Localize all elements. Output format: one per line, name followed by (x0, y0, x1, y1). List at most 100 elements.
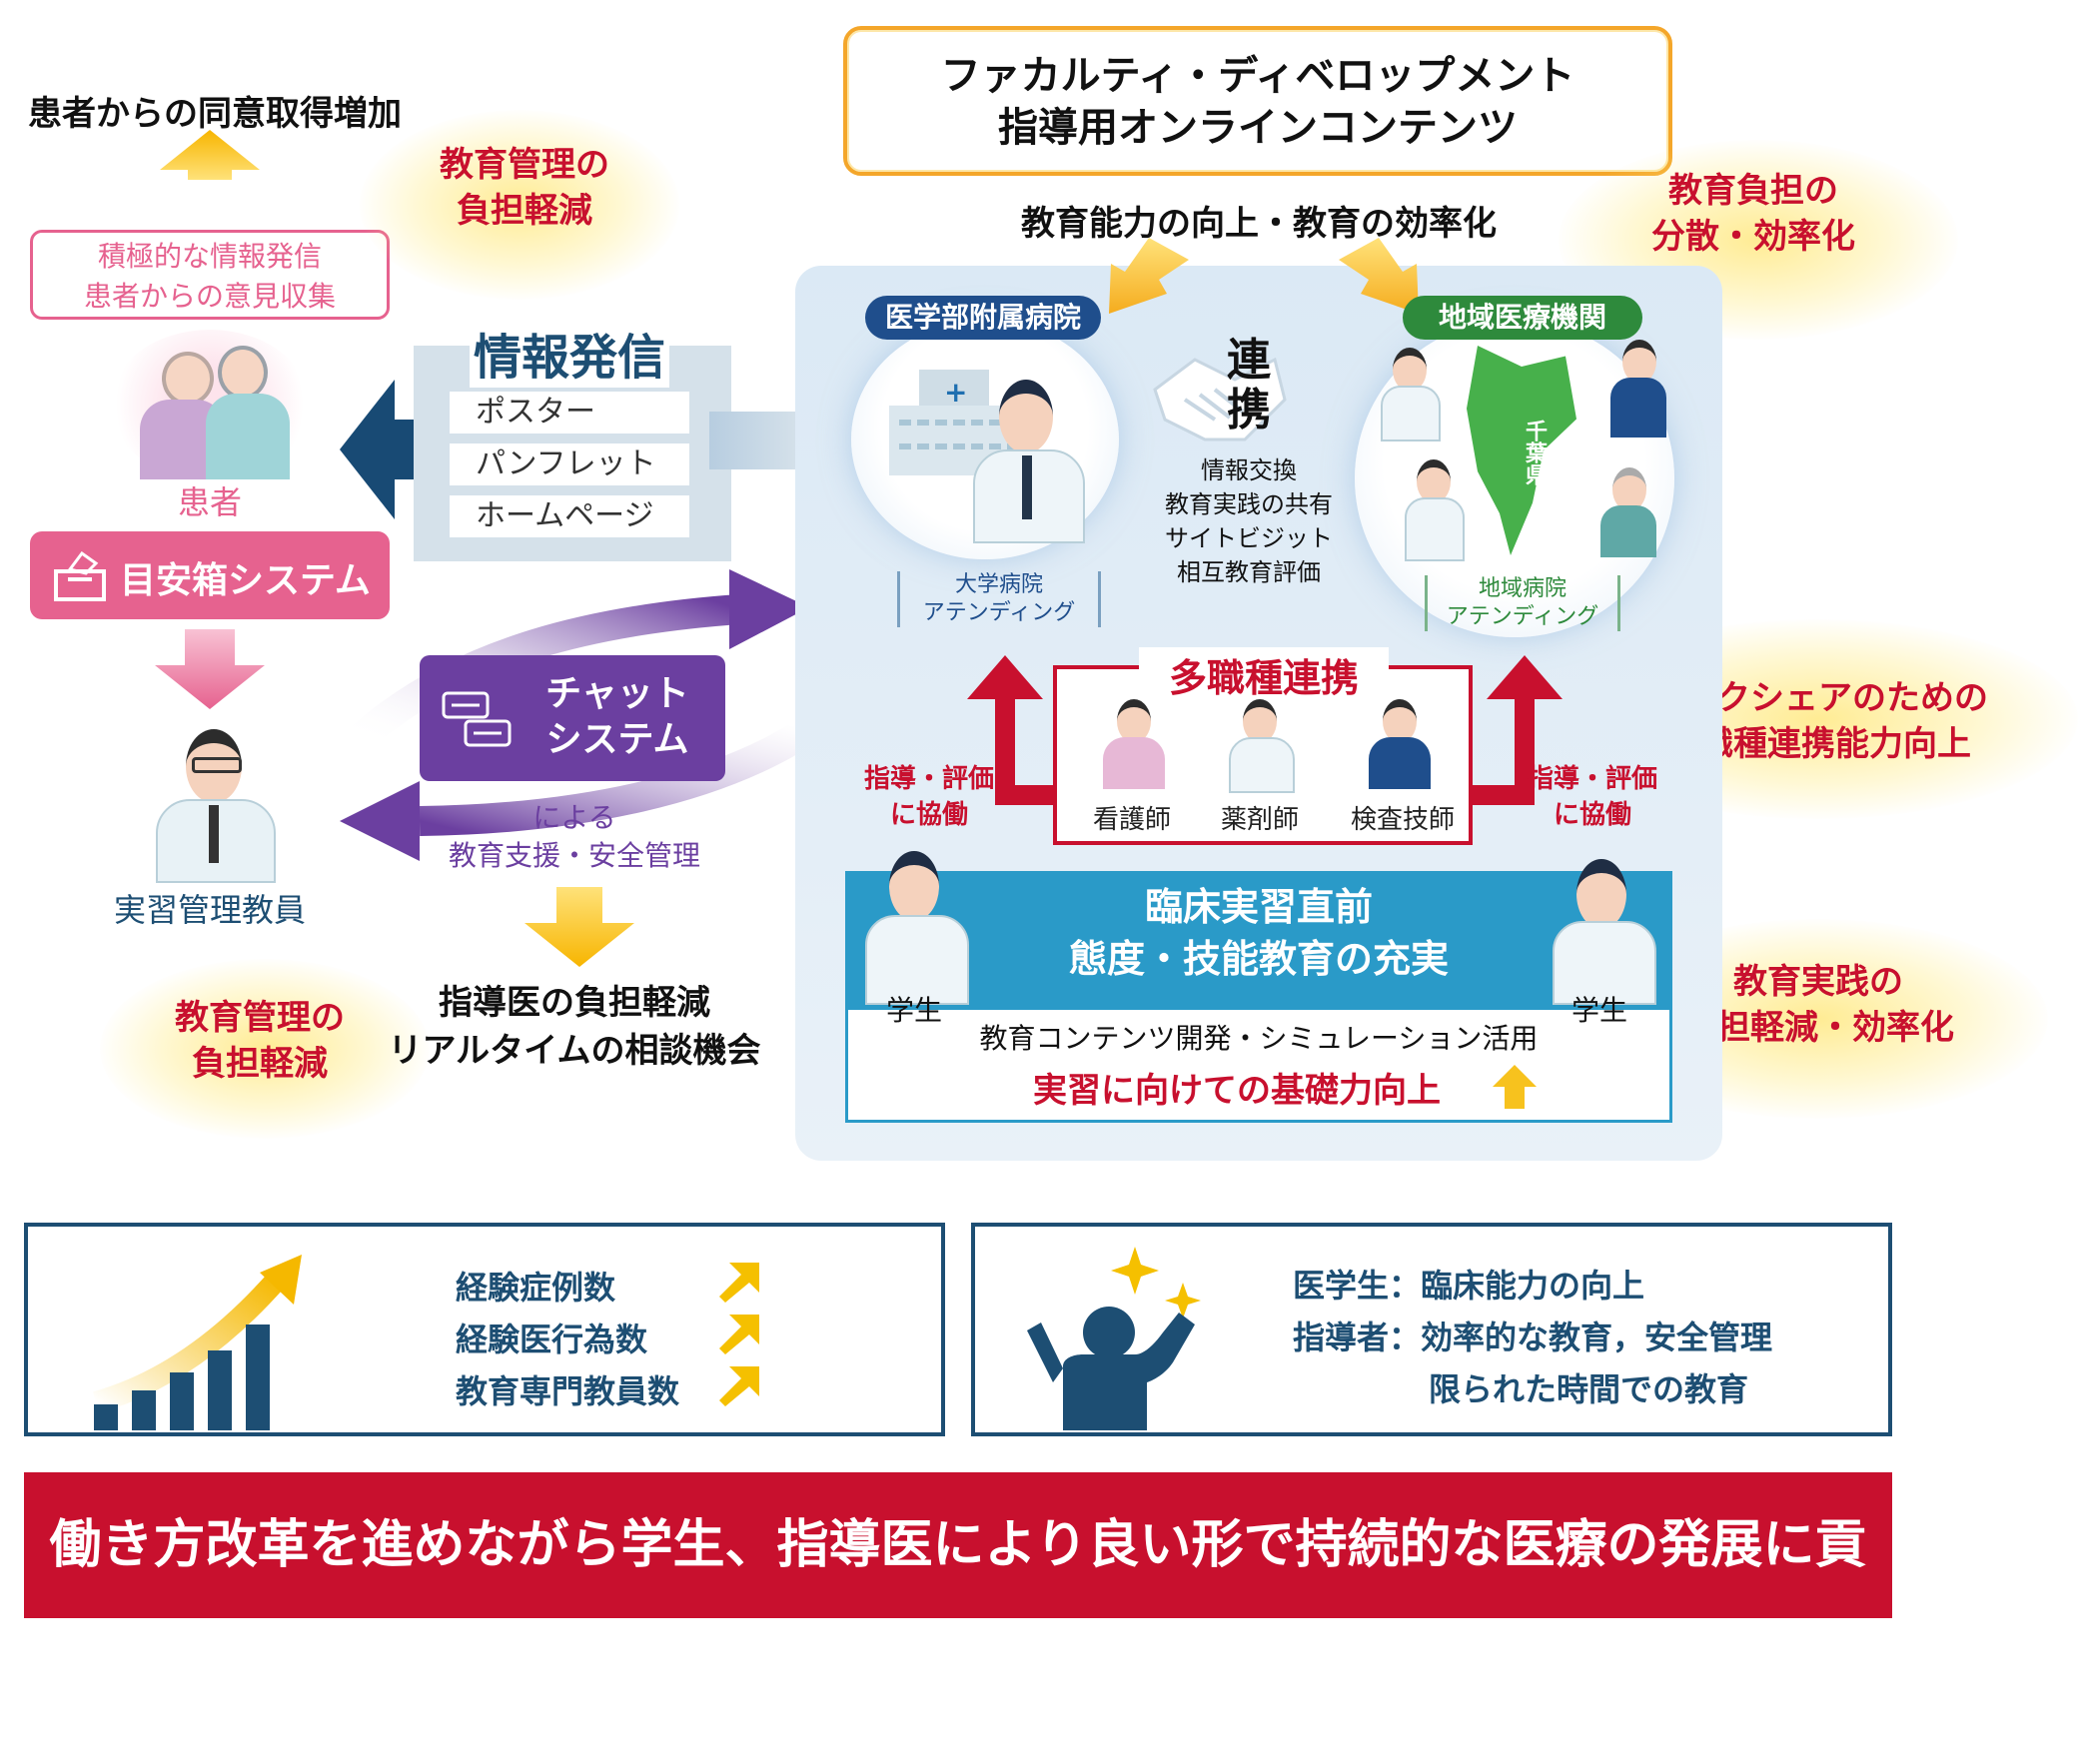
burden-line1: 教育管理の (175, 998, 345, 1038)
info-collect-line1: 積極的な情報発信 (97, 240, 322, 273)
renkei-char2: 携 (1227, 385, 1271, 436)
red-arrow-left-icon (967, 655, 1061, 805)
student-left-illustration (865, 851, 969, 1005)
metric-procedure-count: 経験医行為数 (456, 1321, 648, 1358)
info-collect-line2: 患者からの意見収集 (83, 280, 336, 313)
renkei-char1: 連 (1227, 335, 1271, 386)
burden-line2: 負担軽減 (457, 191, 592, 231)
university-hospital-pill: 医学部附属病院 (865, 296, 1101, 340)
regional-elder-illustration (1598, 467, 1658, 557)
staff-pharmacist: 薬剤師 (1220, 805, 1299, 835)
up-arrow-small-icon (1493, 1065, 1537, 1109)
suggestion-box-system[interactable]: 目安箱システム (30, 531, 390, 619)
regional-attending-line1: 地域病院 (1478, 576, 1566, 601)
sparkle-person-icon (1027, 1247, 1201, 1430)
nurse-illustration (1099, 699, 1169, 789)
chat-system-box[interactable]: チャット システム (420, 655, 725, 781)
chat-bubbles-icon (442, 691, 512, 747)
chat-title-line2: システム (545, 719, 689, 760)
up-arrow-icon (160, 130, 260, 180)
purple-swoosh-arrows (340, 569, 818, 861)
info-panel: ポスター パンフレット ホームページ (414, 346, 731, 561)
info-item-homepage: ホームページ (450, 495, 689, 537)
fd-subtitle: 教育能力の向上・教育の効率化 (1021, 204, 1497, 244)
burden-distribute-note: 教育負担の 分散・効率化 (1618, 168, 1888, 260)
univ-attending-label: 大学病院 アテンディング (897, 571, 1101, 627)
renkei-item: サイトビジット (1165, 524, 1333, 552)
guide-right-note: 指導・評価 に協働 (1513, 761, 1672, 833)
chat-title-line1: チャット (545, 673, 689, 714)
faculty-development-box: ファカルティ・ディベロップメント 指導用オンラインコンテンツ (843, 26, 1672, 176)
regional-tech-illustration (1403, 459, 1465, 561)
clinical-title: 臨床実習直前 態度・技能教育の充実 (999, 881, 1519, 985)
outcome-line1: 医学生：臨床能力の向上 (1293, 1267, 1645, 1305)
guide-right-line2: に協働 (1553, 800, 1631, 830)
staff-nurse: 看護師 (1092, 805, 1171, 835)
regional-staff-illustration (1608, 340, 1668, 440)
clinical-training-box (845, 871, 1672, 1123)
fd-arrows-icon (1109, 238, 1419, 314)
outcome-line3: 限られた時間での教育 (1429, 1370, 1749, 1408)
guide-right-line1: 指導・評価 (1527, 764, 1657, 794)
burden-distribute-line1: 教育負担の (1668, 171, 1838, 211)
regional-nurse-illustration (1379, 348, 1441, 441)
metric-case-count: 経験症例数 (456, 1269, 616, 1307)
lab-technician-illustration (1365, 699, 1435, 789)
guide-left-line1: 指導・評価 (863, 764, 994, 794)
metric-faculty-count: 教育専門教員数 (456, 1372, 680, 1410)
chat-caption-line2: 教育支援・安全管理 (448, 839, 700, 872)
practice-line2: 負担軽減・効率化 (1682, 1008, 1954, 1048)
univ-attending-line2: アテンディング (922, 600, 1076, 625)
burden-line1: 教育管理の (440, 145, 609, 185)
down-arrow-pink-icon (155, 629, 265, 709)
practice-note: 教育実践の 負担軽減・効率化 (1638, 959, 1998, 1051)
guide-left-line2: に協働 (889, 800, 968, 830)
renkei-item: 教育実践の共有 (1165, 490, 1333, 518)
univ-doctor-illustration (969, 380, 1089, 543)
renkei-items: 情報交換 教育実践の共有 サイトビジット 相互教育評価 (1139, 453, 1359, 589)
content-development-text: 教育コンテンツ開発・シミュレーション活用 (979, 1022, 1539, 1055)
info-item-poster: ポスター (450, 392, 689, 434)
student-right-illustration (1553, 859, 1656, 1005)
info-collect-box: 積極的な情報発信 患者からの意見収集 (30, 230, 390, 320)
chat-caption: による 教育支援・安全管理 (420, 799, 729, 875)
info-panel-title: 情報発信 (470, 318, 670, 388)
guide-left-note: 指導・評価 に協働 (849, 761, 1009, 833)
renkei-label: 連 携 (1219, 336, 1279, 436)
increase-arrow-icon (719, 1366, 759, 1406)
regional-attending-line2: アテンディング (1446, 604, 1599, 629)
renkei-item: 情報交換 (1201, 456, 1297, 484)
burden-reduction-top-left: 教育管理の 負担軽減 (420, 142, 629, 234)
bottom-banner: 働き方改革を進めながら学生、指導医により良い形で持続的な医療の発展に貢献 (24, 1472, 1892, 1721)
growth-chart-icon (92, 1255, 302, 1430)
multi-profession-title: 多職種連携 (1139, 647, 1389, 702)
increase-arrow-icon (719, 1263, 759, 1303)
chiba-label: 千葉県 (1522, 420, 1547, 485)
burden-distribute-line2: 分散・効率化 (1651, 217, 1855, 257)
practice-line1: 教育実践の (1733, 962, 1903, 1002)
chat-caption-line1: による (532, 801, 616, 834)
student-right-label: 学生 (1570, 994, 1627, 1027)
info-panel-connector (709, 412, 799, 469)
regional-medical-pill: 地域医療機関 (1403, 296, 1642, 340)
outcome-line2: 指導者：効率的な教育，安全管理 (1293, 1319, 1773, 1356)
instructor-illustration (148, 719, 278, 883)
patient-label: 患者 (177, 483, 242, 521)
burden-reduction-bottom-left: 教育管理の 負担軽減 (155, 995, 365, 1087)
consent-increase-text: 患者からの同意取得増加 (28, 94, 402, 134)
staff-lab-technician: 検査技師 (1350, 805, 1455, 835)
regional-attending-label: 地域病院 アテンディング (1425, 575, 1620, 631)
pharmacist-illustration (1225, 699, 1295, 793)
burden-line2: 負担軽減 (192, 1044, 328, 1084)
clinical-line2: 態度・技能教育の充実 (1068, 937, 1449, 981)
basic-skill-up-text: 実習に向けての基礎力向上 (1033, 1071, 1441, 1111)
chat-result-line1: 指導医の負担軽減 (439, 983, 710, 1023)
chat-result-line2: リアルタイムの相談機会 (388, 1031, 761, 1071)
student-left-label: 学生 (885, 994, 942, 1027)
suggestion-box-label: 目安箱システム (120, 560, 371, 601)
chat-result: 指導医の負担軽減 リアルタイムの相談機会 (360, 979, 789, 1075)
univ-attending-line1: 大学病院 (954, 572, 1043, 597)
info-item-pamphlet: パンフレット (450, 443, 689, 485)
left-arrow-icon (340, 380, 440, 519)
down-arrow-yellow-icon (524, 887, 634, 967)
